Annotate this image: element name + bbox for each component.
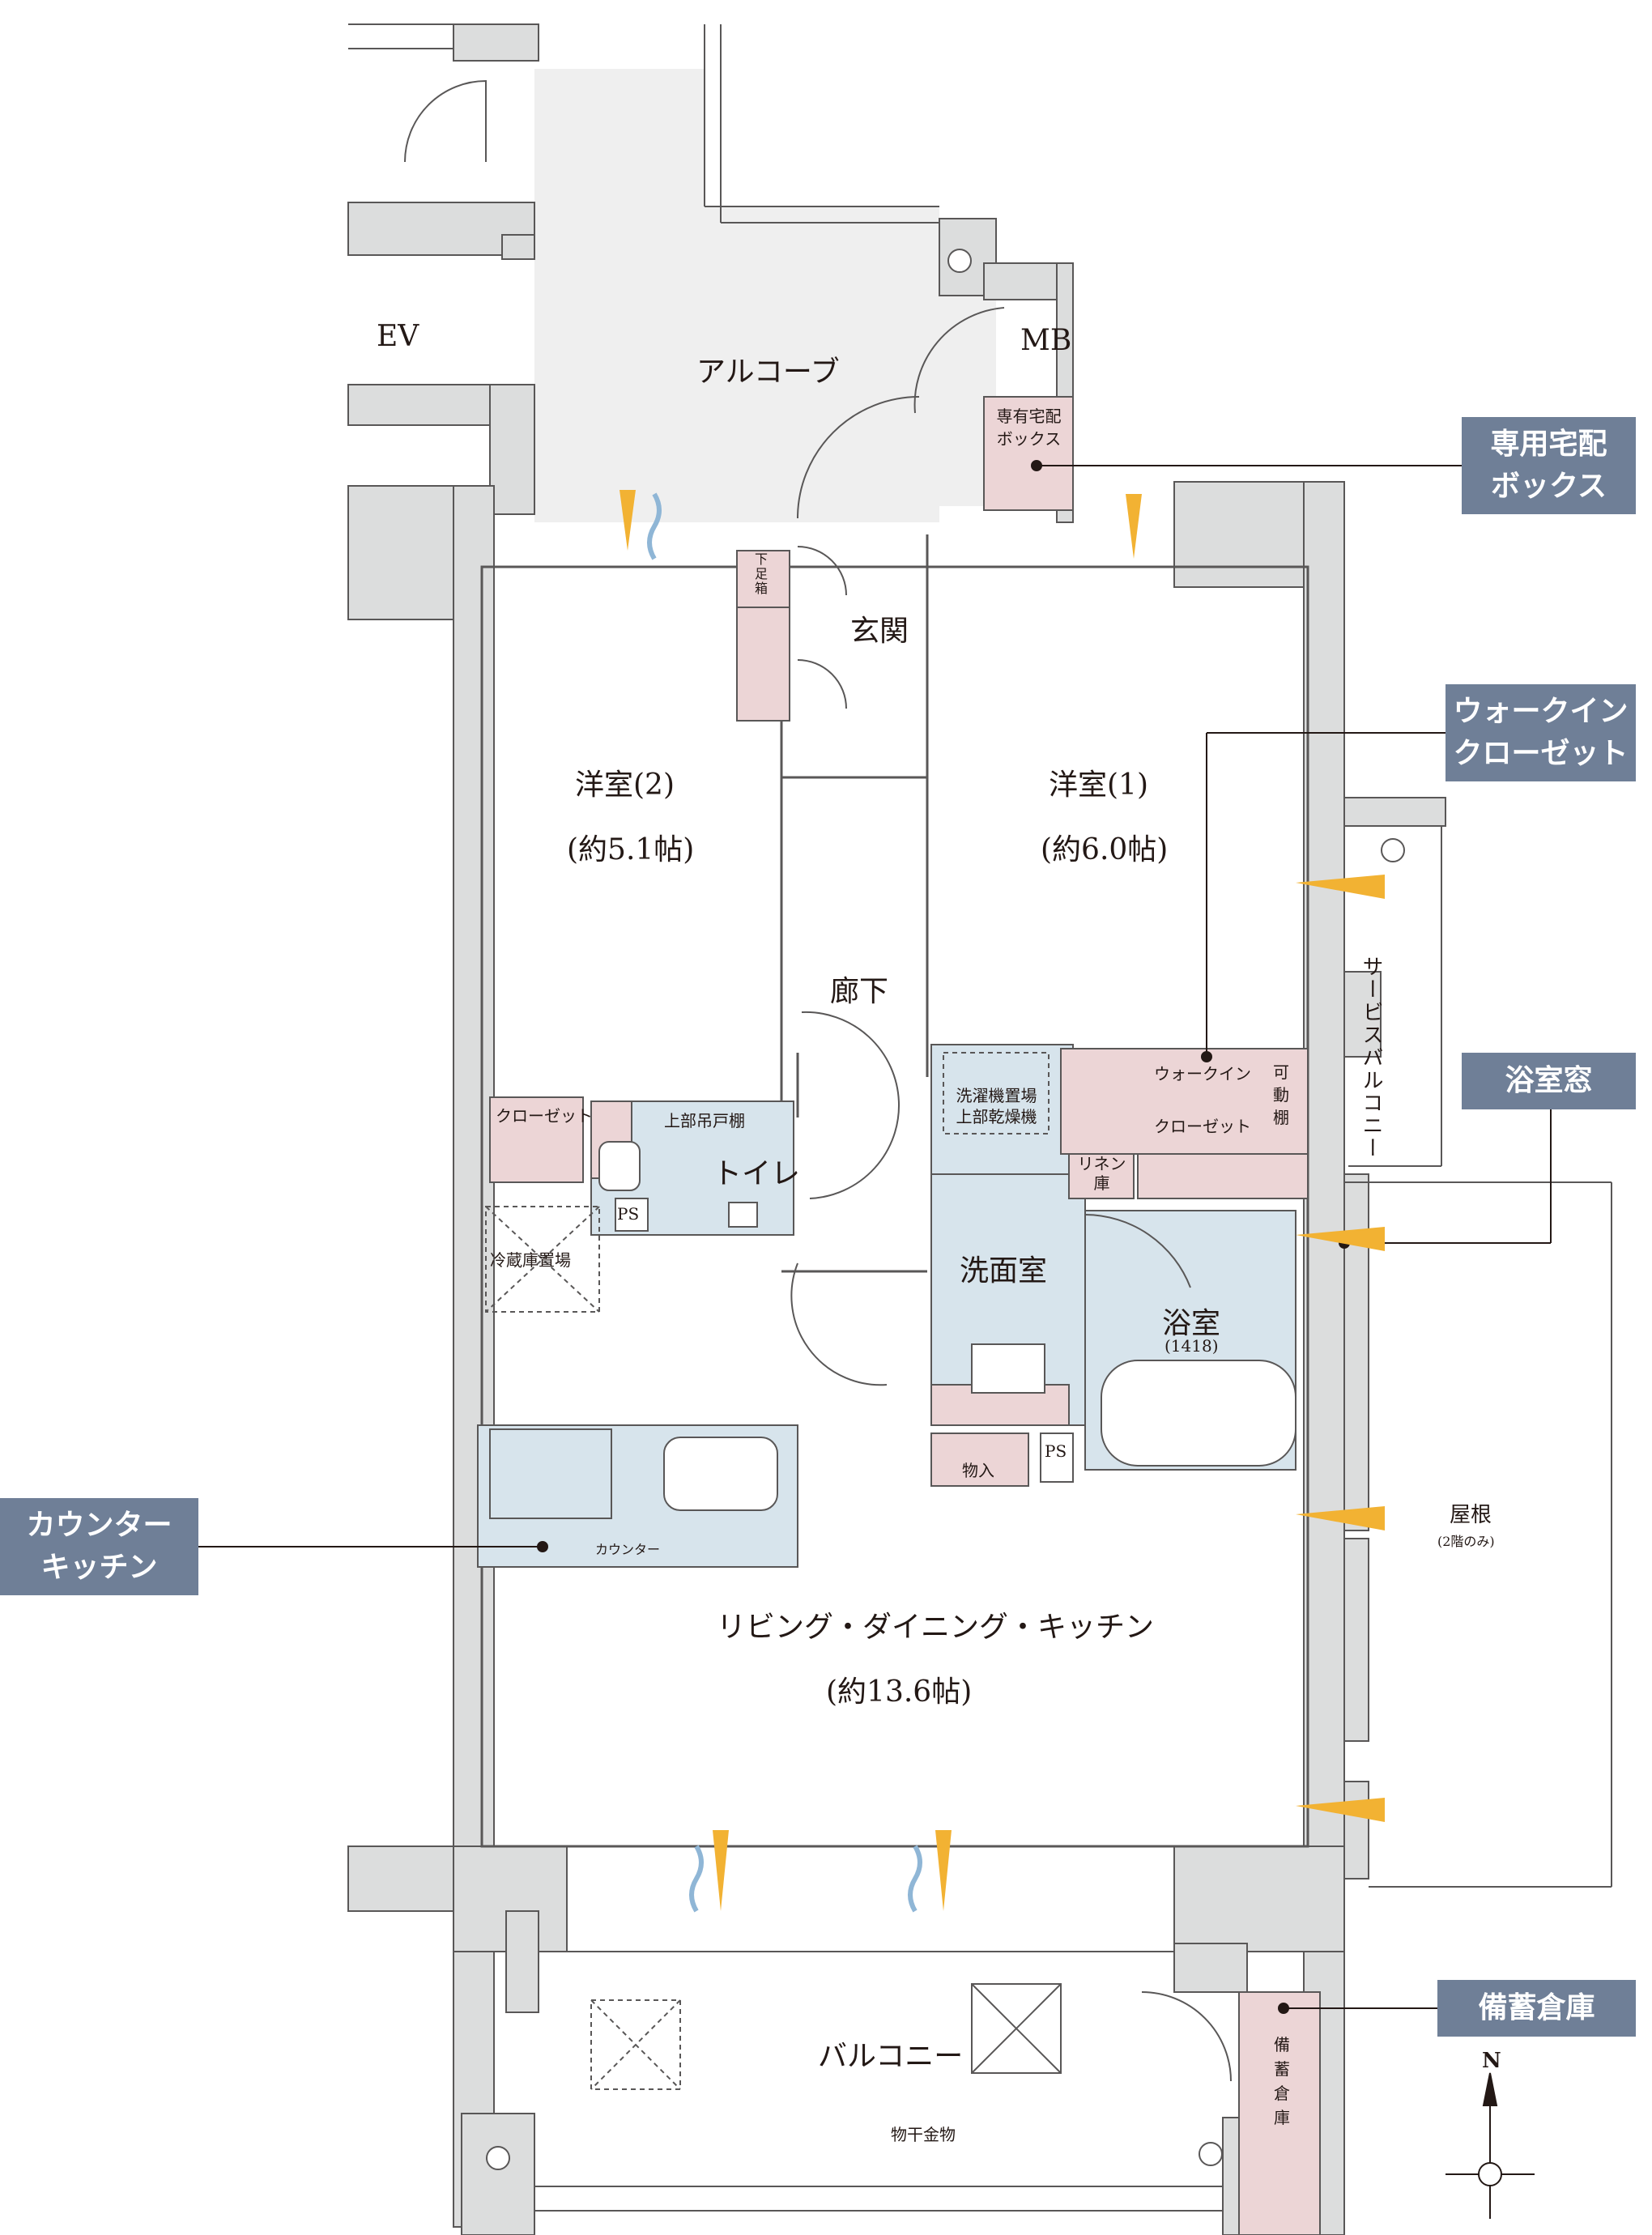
label-roof-note: (2階のみ) bbox=[1437, 1534, 1495, 1549]
label-closet: クローゼット bbox=[496, 1106, 593, 1126]
label-mb: MB bbox=[1020, 324, 1072, 357]
label-corridor: 廊下 bbox=[830, 975, 889, 1008]
label-western-1-size: (約6.0帖) bbox=[1041, 833, 1169, 866]
storage-areas bbox=[489, 396, 1321, 2235]
label-north: N bbox=[1482, 2049, 1501, 2073]
exterior-rails bbox=[348, 23, 1612, 2212]
label-western-1: 洋室(1) bbox=[1049, 768, 1148, 802]
door-swings bbox=[404, 79, 1232, 2082]
callout-storage: 備蓄倉庫 bbox=[1437, 1980, 1636, 2037]
callout-walk-in-closet: ウォークイン クローゼット bbox=[1446, 684, 1636, 781]
label-delivery-box: 専有宅配 ボックス bbox=[996, 407, 1062, 449]
label-linen: リネン 庫 bbox=[1077, 1154, 1126, 1193]
alcove-area bbox=[534, 69, 996, 522]
fixtures bbox=[489, 1141, 1296, 1519]
label-entrance: 玄関 bbox=[850, 615, 909, 648]
walls bbox=[347, 23, 1446, 2235]
placement-markers bbox=[485, 1052, 1050, 2090]
callout-delivery-box: 専用宅配 ボックス bbox=[1462, 417, 1636, 514]
label-bathroom: 浴室 bbox=[1162, 1307, 1221, 1340]
callout-counter-kitchen: カウンター キッチン bbox=[0, 1498, 198, 1595]
label-wic-1: ウォークイン bbox=[1154, 1064, 1251, 1083]
label-ev: EV bbox=[377, 320, 419, 353]
label-washer: 洗濯機置場 上部乾燥機 bbox=[956, 1086, 1037, 1126]
label-wic-2: クローゼット bbox=[1154, 1117, 1251, 1136]
label-upper-cabinet: 上部吊戸棚 bbox=[664, 1111, 745, 1130]
label-ps-toilet: PS bbox=[617, 1204, 640, 1224]
north-arrow bbox=[1446, 2072, 1535, 2219]
label-counter: カウンター bbox=[595, 1542, 661, 1557]
label-laundry-hardware: 物干金物 bbox=[891, 2125, 956, 2144]
label-roof: 屋根 bbox=[1450, 1503, 1492, 1527]
label-ldk-size: (約13.6帖) bbox=[826, 1675, 973, 1709]
label-western-2-size: (約5.1帖) bbox=[567, 833, 695, 866]
balcony-skylight bbox=[971, 1983, 1062, 2074]
label-balcony: バルコニー bbox=[818, 2040, 964, 2073]
label-toilet: トイレ bbox=[713, 1157, 801, 1190]
label-movable-shelf: 可 動 棚 bbox=[1273, 1062, 1289, 1127]
label-shoe-box: 下 足 箱 bbox=[754, 551, 768, 596]
label-storage-small: 物入 bbox=[962, 1461, 994, 1480]
label-bathroom-size: (1418) bbox=[1164, 1336, 1219, 1356]
label-fridge: 冷蔵庫置場 bbox=[490, 1250, 571, 1270]
callout-leaders bbox=[198, 460, 1552, 2014]
drain-symbols bbox=[486, 249, 1405, 2170]
label-ps-washroom: PS bbox=[1045, 1441, 1067, 1461]
label-service-balcony: サービスバルコニー bbox=[1359, 956, 1383, 1160]
ventilation-markers bbox=[620, 490, 1385, 1913]
label-ldk: リビング・ダイニング・キッチン bbox=[717, 1611, 1155, 1644]
label-storage-room: 備 蓄 倉 庫 bbox=[1274, 2035, 1290, 2127]
label-alcove: アルコーブ bbox=[696, 355, 840, 389]
label-western-2: 洋室(2) bbox=[575, 768, 675, 802]
callout-bath-window: 浴室窓 bbox=[1462, 1053, 1636, 1109]
label-washroom: 洗面室 bbox=[960, 1254, 1048, 1288]
